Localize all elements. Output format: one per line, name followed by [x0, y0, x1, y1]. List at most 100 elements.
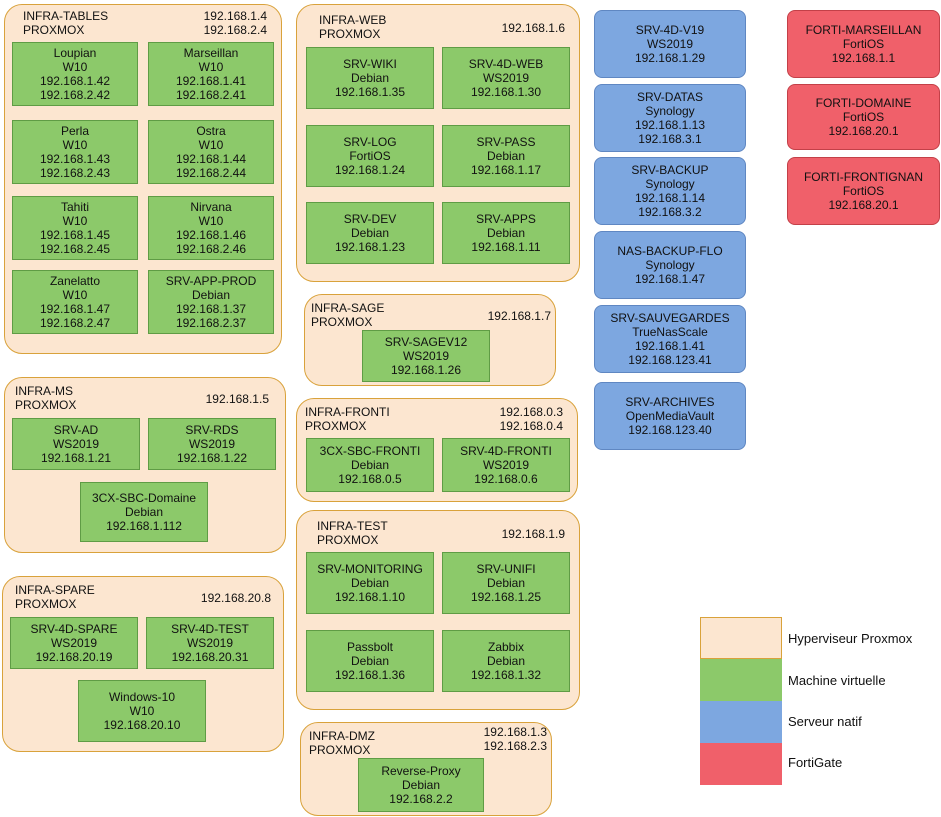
fortigate-name: FORTI-FRONTIGNAN — [803, 170, 924, 184]
host-ip: 192.168.1.5 — [205, 392, 269, 406]
vm-os: WS2019 — [50, 636, 98, 650]
vm-os: W10 — [62, 60, 88, 74]
vm-srv-monitoring[interactable]: SRV-MONITORING Debian 192.168.1.10 — [306, 552, 434, 614]
vm-os: W10 — [62, 214, 88, 228]
vm-name: Nirvana — [190, 200, 232, 214]
vm-passbolt[interactable]: Passbolt Debian 192.168.1.36 — [306, 630, 434, 692]
server-ip: 192.168.123.41 — [628, 353, 712, 367]
vm-os: FortiOS — [349, 149, 391, 163]
vm-perla[interactable]: Perla W10 192.168.1.43 192.168.2.43 — [12, 120, 138, 184]
vm-name: Ostra — [196, 124, 226, 138]
vm-os: Debian — [486, 226, 526, 240]
vm-marseillan[interactable]: Marseillan W10 192.168.1.41 192.168.2.41 — [148, 42, 274, 106]
native-srv-archives[interactable]: SRV-ARCHIVES OpenMediaVault 192.168.123.… — [594, 382, 746, 450]
vm-os: WS2019 — [186, 636, 234, 650]
fortigate-os: FortiOS — [842, 184, 885, 198]
vm-srv-4d-web[interactable]: SRV-4D-WEB WS2019 192.168.1.30 — [442, 47, 570, 109]
vm-name: Tahiti — [60, 200, 89, 214]
vm-ip: 192.168.2.37 — [175, 316, 247, 330]
vm-name: Reverse-Proxy — [381, 764, 461, 778]
native-nas-backup-flo[interactable]: NAS-BACKUP-FLO Synology 192.168.1.47 — [594, 231, 746, 299]
server-os: OpenMediaVault — [625, 409, 715, 423]
host-title: INFRA-TEST PROXMOX — [317, 519, 388, 547]
vm-name: SRV-4D-TEST — [171, 622, 249, 636]
vm-ip: 192.168.2.45 — [39, 242, 111, 256]
host-ip: 192.168.1.9 — [501, 527, 565, 541]
native-srv-backup[interactable]: SRV-BACKUP Synology 192.168.1.14 192.168… — [594, 157, 746, 225]
vm-srv-app-prod[interactable]: SRV-APP-PROD Debian 192.168.1.37 192.168… — [148, 270, 274, 334]
server-ip: 192.168.1.13 — [634, 118, 706, 132]
vm-ip: 192.168.1.35 — [334, 85, 406, 99]
vm-3cx-sbc-fronti[interactable]: 3CX-SBC-FRONTI Debian 192.168.0.5 — [306, 438, 434, 492]
vm-os: W10 — [129, 704, 155, 718]
vm-srv-4d-spare[interactable]: SRV-4D-SPARE WS2019 192.168.20.19 — [10, 617, 138, 669]
vm-srv-dev[interactable]: SRV-DEV Debian 192.168.1.23 — [306, 202, 434, 264]
vm-srv-unifi[interactable]: SRV-UNIFI Debian 192.168.1.25 — [442, 552, 570, 614]
legend-label: FortiGate — [788, 755, 843, 770]
vm-srv-ad[interactable]: SRV-AD WS2019 192.168.1.21 — [12, 418, 140, 470]
vm-os: Debian — [350, 654, 390, 668]
vm-name: SRV-4D-WEB — [468, 57, 544, 71]
fortigate-frontignan[interactable]: FORTI-FRONTIGNAN FortiOS 192.168.20.1 — [787, 157, 940, 225]
legend-swatch-proxmox — [700, 617, 782, 659]
vm-name: Loupian — [53, 46, 97, 60]
host-ip: 192.168.1.6 — [501, 21, 565, 35]
vm-windows-10[interactable]: Windows-10 W10 192.168.20.10 — [78, 680, 206, 742]
vm-ip: 192.168.1.47 — [39, 302, 111, 316]
host-title: INFRA-SAGE PROXMOX — [311, 301, 385, 329]
vm-ip: 192.168.2.47 — [39, 316, 111, 330]
vm-name: SRV-APPS — [476, 212, 536, 226]
vm-reverse-proxy[interactable]: Reverse-Proxy Debian 192.168.2.2 — [358, 758, 484, 812]
vm-ip: 192.168.1.21 — [40, 451, 112, 465]
vm-srv-pass[interactable]: SRV-PASS Debian 192.168.1.17 — [442, 125, 570, 187]
vm-os: Debian — [350, 458, 390, 472]
vm-ostra[interactable]: Ostra W10 192.168.1.44 192.168.2.44 — [148, 120, 274, 184]
server-ip: 192.168.1.47 — [634, 272, 706, 286]
vm-ip: 192.168.1.17 — [470, 163, 542, 177]
host-ip: 192.168.1.4 192.168.2.4 — [203, 9, 267, 37]
fortigate-domaine[interactable]: FORTI-DOMAINE FortiOS 192.168.20.1 — [787, 84, 940, 150]
vm-ip: 192.168.1.22 — [176, 451, 248, 465]
vm-os: W10 — [62, 138, 88, 152]
vm-name: SRV-DEV — [343, 212, 397, 226]
vm-srv-4d-fronti[interactable]: SRV-4D-FRONTI WS2019 192.168.0.6 — [442, 438, 570, 492]
vm-zabbix[interactable]: Zabbix Debian 192.168.1.32 — [442, 630, 570, 692]
server-ip: 192.168.3.2 — [638, 205, 702, 219]
vm-zanelatto[interactable]: Zanelatto W10 192.168.1.47 192.168.2.47 — [12, 270, 138, 334]
legend-swatch-fortigate — [700, 743, 782, 785]
server-name: SRV-SAUVEGARDES — [610, 311, 730, 325]
vm-ip: 192.168.0.5 — [338, 472, 402, 486]
vm-srv-log[interactable]: SRV-LOG FortiOS 192.168.1.24 — [306, 125, 434, 187]
native-srv-datas[interactable]: SRV-DATAS Synology 192.168.1.13 192.168.… — [594, 84, 746, 152]
vm-ip: 192.168.2.2 — [389, 792, 453, 806]
vm-srv-apps[interactable]: SRV-APPS Debian 192.168.1.11 — [442, 202, 570, 264]
server-ip: 192.168.123.40 — [628, 423, 712, 437]
vm-os: Debian — [350, 576, 390, 590]
vm-os: W10 — [198, 60, 224, 74]
vm-srv-4d-test[interactable]: SRV-4D-TEST WS2019 192.168.20.31 — [146, 617, 274, 669]
vm-srv-rds[interactable]: SRV-RDS WS2019 192.168.1.22 — [148, 418, 276, 470]
vm-os: W10 — [198, 214, 224, 228]
vm-3cx-sbc-domaine[interactable]: 3CX-SBC-Domaine Debian 192.168.1.112 — [80, 482, 208, 542]
vm-os: WS2019 — [482, 71, 530, 85]
vm-ip: 192.168.20.19 — [35, 650, 113, 664]
server-ip: 192.168.1.14 — [634, 191, 706, 205]
vm-tahiti[interactable]: Tahiti W10 192.168.1.45 192.168.2.45 — [12, 196, 138, 260]
vm-ip: 192.168.1.42 — [39, 74, 111, 88]
vm-name: Marseillan — [183, 46, 239, 60]
vm-loupian[interactable]: Loupian W10 192.168.1.42 192.168.2.42 — [12, 42, 138, 106]
fortigate-marseillan[interactable]: FORTI-MARSEILLAN FortiOS 192.168.1.1 — [787, 10, 940, 78]
vm-ip: 192.168.1.11 — [471, 240, 541, 254]
vm-name: Passbolt — [346, 640, 394, 654]
native-srv-sauvegardes[interactable]: SRV-SAUVEGARDES TrueNasScale 192.168.1.4… — [594, 305, 746, 373]
native-srv-4d-v19[interactable]: SRV-4D-V19 WS2019 192.168.1.29 — [594, 10, 746, 78]
vm-os: WS2019 — [402, 349, 450, 363]
fortigate-ip: 192.168.1.1 — [831, 51, 896, 65]
vm-os: Debian — [401, 778, 441, 792]
vm-ip: 192.168.1.36 — [334, 668, 406, 682]
vm-srv-wiki[interactable]: SRV-WIKI Debian 192.168.1.35 — [306, 47, 434, 109]
vm-name: SRV-WIKI — [343, 57, 397, 71]
vm-nirvana[interactable]: Nirvana W10 192.168.1.46 192.168.2.46 — [148, 196, 274, 260]
host-ip: 192.168.1.7 — [487, 309, 551, 323]
vm-srv-sagev12[interactable]: SRV-SAGEV12 WS2019 192.168.1.26 — [362, 330, 490, 382]
